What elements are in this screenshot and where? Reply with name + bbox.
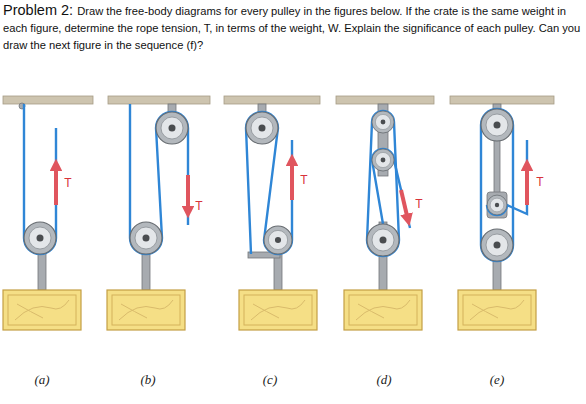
tension-label: T bbox=[415, 197, 422, 211]
crates bbox=[3, 290, 536, 330]
crates bbox=[458, 290, 536, 330]
figure-caption: (a) bbox=[34, 372, 49, 388]
ceilings bbox=[3, 96, 554, 104]
ropes bbox=[24, 104, 527, 261]
pulleys bbox=[481, 229, 513, 261]
ceilings bbox=[108, 96, 210, 104]
ceilings bbox=[336, 96, 434, 104]
problem-statement: Problem 2:Draw the free-body diagrams fo… bbox=[3, 2, 581, 53]
problem-text: Draw the free-body diagrams for every pu… bbox=[3, 5, 580, 51]
ceilings bbox=[3, 96, 93, 104]
tension-arrows bbox=[401, 190, 408, 220]
ropes bbox=[487, 140, 527, 215]
pulleys bbox=[24, 222, 56, 254]
tension-label: T bbox=[300, 173, 307, 187]
pulleys bbox=[246, 112, 278, 144]
ropes bbox=[24, 104, 56, 254]
tension-arrows bbox=[56, 160, 527, 220]
tension-label: T bbox=[195, 199, 202, 213]
tension-label: T bbox=[536, 175, 543, 189]
ropes bbox=[246, 112, 292, 254]
figure-caption: (e) bbox=[490, 372, 504, 388]
ropes bbox=[481, 109, 513, 261]
problem-title: Problem 2: bbox=[3, 2, 73, 18]
tension-arrows bbox=[54, 165, 58, 205]
pulleys bbox=[481, 109, 513, 141]
pulleys bbox=[367, 224, 399, 256]
pulleys bbox=[372, 111, 394, 133]
ropes bbox=[367, 111, 399, 256]
hangers bbox=[487, 192, 507, 218]
pulleys bbox=[487, 195, 507, 215]
pulleys bbox=[264, 226, 292, 254]
ceilings bbox=[450, 96, 554, 104]
crates bbox=[107, 290, 185, 330]
tension-arrows bbox=[186, 175, 190, 212]
figure-caption: (c) bbox=[263, 372, 277, 388]
pulleys bbox=[130, 222, 162, 254]
ropes bbox=[130, 104, 188, 254]
pulleys bbox=[24, 109, 513, 261]
ropes bbox=[372, 149, 410, 228]
ceilings bbox=[224, 96, 320, 104]
pulleys bbox=[156, 112, 188, 144]
pulleys bbox=[372, 149, 394, 171]
crates bbox=[3, 290, 81, 330]
figure-caption: (b) bbox=[140, 372, 155, 388]
hangers bbox=[19, 103, 507, 290]
figure-caption: (d) bbox=[376, 372, 391, 388]
tension-label: T bbox=[64, 176, 71, 190]
tension-arrows bbox=[290, 160, 294, 200]
tension-arrows bbox=[525, 165, 529, 205]
crates bbox=[239, 290, 317, 330]
crates bbox=[344, 290, 422, 330]
